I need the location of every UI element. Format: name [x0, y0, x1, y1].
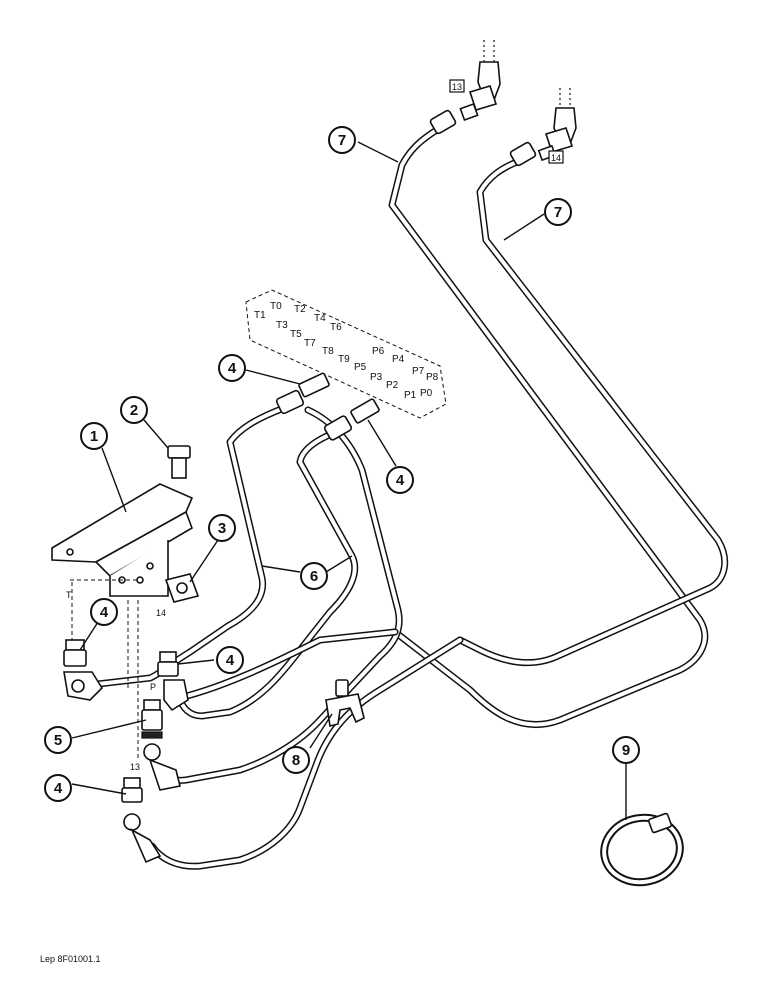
callout-4-valve-right: 4: [386, 466, 414, 494]
pipe-bottom-loop: [148, 636, 464, 870]
port-label: T7: [304, 338, 316, 349]
pipe-7-inner: [456, 156, 729, 667]
callout-4-label: 4: [226, 652, 235, 669]
fitting-4-right-valve: [323, 398, 380, 441]
callout-1-label: 1: [90, 428, 98, 445]
port-label: T9: [338, 354, 350, 365]
bracket-1: [51, 483, 194, 597]
callout-4-label: 4: [54, 780, 63, 797]
bracket-label-14: 14: [156, 608, 166, 618]
callout-7-label: 7: [554, 204, 562, 221]
port-label: P7: [412, 366, 425, 377]
pipe-right-connector: [166, 628, 399, 704]
callout-2: 2: [120, 396, 148, 424]
callout-4-middle: 4: [216, 646, 244, 674]
pipe-7-nut-right: [509, 141, 537, 167]
tag-14-label: 14: [551, 153, 561, 163]
port-label: P4: [392, 354, 405, 365]
tag-13-label: 13: [452, 82, 462, 92]
fitting-4-left-valve: [275, 372, 330, 415]
callout-4-label: 4: [228, 360, 237, 377]
bolt-2: [167, 445, 191, 479]
bracket-label-t: T: [66, 590, 72, 600]
port-label: T8: [322, 346, 334, 357]
drawing-reference: Lep 8F01001.1: [40, 954, 101, 964]
pipe-6-right: [176, 428, 359, 720]
clamp-8: [325, 679, 365, 727]
callout-7-upper: 7: [328, 126, 356, 154]
control-valve-block: [245, 289, 447, 419]
port-label: T0: [270, 301, 282, 312]
elbow-connector-13: [459, 61, 501, 122]
pipe-7-outer: [388, 124, 709, 728]
port-label: T1: [254, 310, 266, 321]
port-label: P3: [370, 372, 383, 383]
callout-9: 9: [612, 736, 640, 764]
port-label: P1: [404, 390, 417, 401]
callout-6: 6: [300, 562, 328, 590]
callout-3-label: 3: [218, 520, 226, 537]
callout-8-label: 8: [292, 752, 300, 769]
port-label: P5: [354, 362, 367, 373]
callout-4-label: 4: [396, 472, 405, 489]
port-label: P2: [386, 380, 399, 391]
port-label: T6: [330, 322, 342, 333]
port-label: T2: [294, 304, 306, 315]
leader-lines: [71, 141, 627, 820]
fitting-5: [141, 699, 181, 791]
port-label: T5: [290, 329, 302, 340]
callout-9-label: 9: [622, 742, 630, 759]
callout-7-label: 7: [338, 132, 346, 149]
port-label: T4: [314, 313, 326, 324]
callout-4-lower: 4: [44, 774, 72, 802]
port-label: P0: [420, 388, 433, 399]
upper-hose-lines: [483, 40, 571, 108]
alignment-lines: [70, 579, 140, 760]
callout-5-label: 5: [54, 732, 62, 749]
tag-14: [548, 150, 564, 164]
callout-7-right: 7: [544, 198, 572, 226]
port-label: P6: [372, 346, 385, 357]
callout-2-label: 2: [130, 402, 138, 419]
bracket-label-13: 13: [130, 762, 140, 772]
callout-4-left: 4: [90, 598, 118, 626]
fitting-4-lower-left: [121, 777, 162, 864]
callout-1: 1: [80, 422, 108, 450]
callout-4-valve-left: 4: [218, 354, 246, 382]
port-label: T3: [276, 320, 288, 331]
port-label: P8: [426, 372, 439, 383]
pipe-7-nut-left: [429, 109, 457, 135]
port-labels: T0 T1 T2 T3 T4 T5 T6 T7 T8 T9 P0 P1 P2 P…: [254, 301, 439, 401]
callout-5: 5: [44, 726, 72, 754]
bracket-label-p: P: [150, 682, 156, 692]
tag-13: [449, 79, 465, 93]
fitting-4-upper-left: [63, 639, 104, 701]
callout-8: 8: [282, 746, 310, 774]
fitting-4-middle: [157, 651, 189, 712]
pipe-middle-loop: [156, 406, 403, 784]
callout-3: 3: [208, 514, 236, 542]
cable-tie-9: [600, 812, 684, 887]
callout-4-label: 4: [100, 604, 109, 621]
callout-6-label: 6: [310, 568, 318, 585]
